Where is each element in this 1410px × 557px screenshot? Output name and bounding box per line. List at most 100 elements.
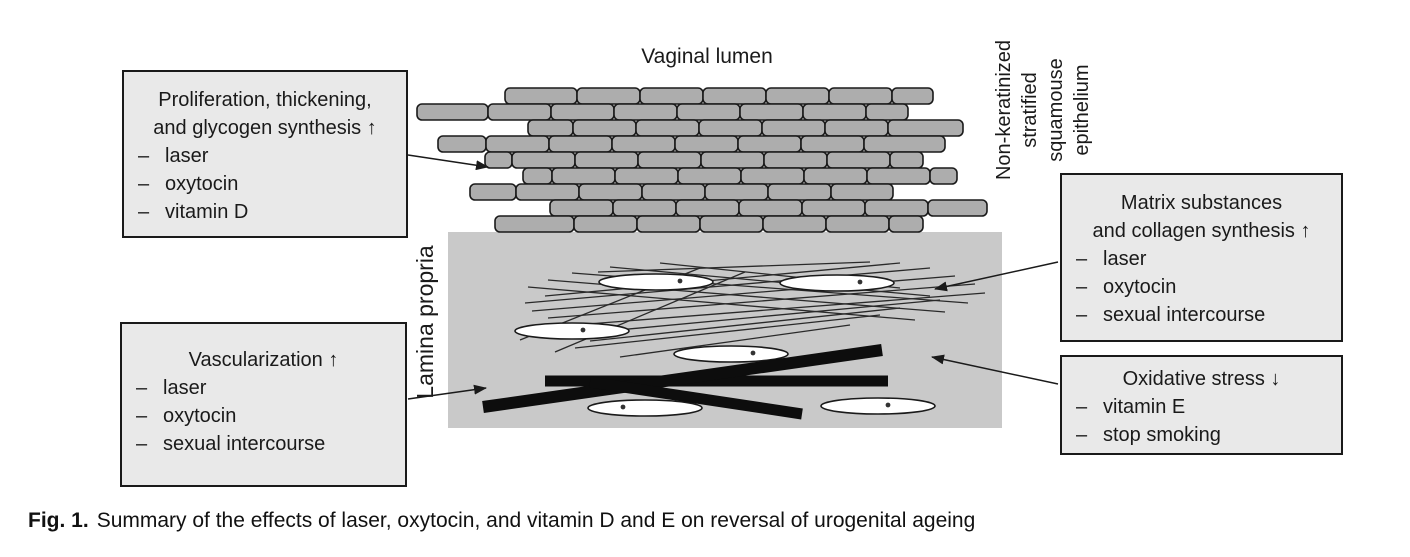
- epithelium-cell-layer: [416, 87, 988, 233]
- epithelial-cell: [636, 215, 701, 233]
- epithelial-cell: [929, 167, 958, 185]
- blood-vessels: [482, 344, 888, 420]
- fibroblast-nucleus: [677, 278, 683, 284]
- epithelial-cell: [522, 167, 553, 185]
- epithelial-cell: [576, 87, 641, 105]
- list-item-label: sexual intercourse: [163, 433, 326, 455]
- fibroblast-cell: [587, 399, 703, 417]
- list-item: – vitamin D: [124, 198, 406, 226]
- epithelial-cell: [487, 103, 552, 121]
- collagen-fiber: [524, 267, 931, 304]
- list-item-label: stop smoking: [1103, 424, 1221, 446]
- bullet-dash: –: [1076, 304, 1088, 326]
- epithelial-cell: [573, 215, 638, 233]
- epithelial-cell: [515, 183, 580, 201]
- vaginal-lumen-label: Vaginal lumen: [641, 45, 773, 68]
- epithelial-cell: [800, 135, 865, 153]
- collagen-fiber: [574, 314, 881, 349]
- epithelial-cell: [803, 167, 868, 185]
- epithelial-cell: [738, 199, 803, 217]
- collagen-fiber: [609, 266, 931, 297]
- collagen-fiber: [527, 286, 916, 321]
- collagen-fiber: [589, 307, 901, 342]
- epithelial-cell: [927, 199, 988, 217]
- fibroblast-cell: [598, 273, 714, 291]
- epithelial-cell: [550, 103, 615, 121]
- epithelial-cell: [484, 151, 513, 169]
- epithelial-cell: [612, 199, 677, 217]
- caption-label: Fig. 1.: [28, 509, 89, 532]
- bullet-dash: –: [1076, 424, 1088, 446]
- epithelial-cell: [824, 119, 889, 137]
- fibroblast-cell: [673, 345, 789, 363]
- epithelial-cell: [700, 151, 765, 169]
- epithelial-cell: [416, 103, 489, 121]
- epithelial-cell: [527, 119, 574, 137]
- fibroblast-nucleus: [857, 279, 863, 285]
- epithelial-cell: [801, 199, 866, 217]
- epithelial-cell: [637, 151, 702, 169]
- epithelial-cell: [802, 103, 867, 121]
- blood-vessel: [482, 344, 883, 413]
- box-title-line: Oxidative stress ↓: [1122, 368, 1281, 390]
- epithelial-cell: [699, 215, 764, 233]
- list-item: – laser: [124, 142, 406, 170]
- epithelial-cell: [574, 151, 639, 169]
- epithelial-cell: [485, 135, 550, 153]
- box-title-line: and glycogen synthesis ↑: [153, 117, 377, 139]
- epithelial-cell: [739, 103, 804, 121]
- epithelial-cell: [826, 151, 891, 169]
- epithelial-cell: [765, 87, 830, 105]
- epithelial-cell: [551, 167, 616, 185]
- epithelial-cell: [635, 119, 700, 137]
- epithelial-cell: [889, 151, 924, 169]
- bullet-dash: –: [136, 405, 148, 427]
- annotation-box-oxidative: Oxidative stress ↓ – vitamin E – stop sm…: [1060, 355, 1343, 455]
- epithelial-cell: [613, 103, 678, 121]
- epithelial-cell: [864, 199, 929, 217]
- epithelial-cell: [767, 183, 832, 201]
- annotation-arrow: [407, 384, 487, 400]
- epithelium-label-line-2: stratified: [1019, 72, 1041, 148]
- box-title-line: Proliferation, thickening,: [158, 89, 372, 111]
- collagen-fiber: [574, 299, 941, 335]
- epithelial-cell: [674, 135, 739, 153]
- list-item: – laser: [1062, 245, 1341, 273]
- bullet-dash: –: [138, 145, 150, 167]
- list-item: – sexual intercourse: [122, 430, 405, 458]
- epithelial-cell: [437, 135, 487, 153]
- list-item-label: laser: [1103, 248, 1147, 270]
- fibroblast-nucleus: [580, 327, 586, 333]
- epithelial-cell: [677, 167, 742, 185]
- epithelial-cell: [611, 135, 676, 153]
- epithelial-cell: [572, 119, 637, 137]
- bullet-dash: –: [136, 433, 148, 455]
- list-item: – sexual intercourse: [1062, 301, 1341, 329]
- epithelial-cell: [863, 135, 946, 153]
- epithelial-cell: [825, 215, 890, 233]
- epithelial-cell: [578, 183, 643, 201]
- list-item: – stop smoking: [1062, 421, 1341, 449]
- fibroblast-cell: [779, 274, 895, 292]
- fibroblast-nucleus: [620, 404, 626, 410]
- epithelial-cell: [511, 151, 576, 169]
- bullet-dash: –: [1076, 276, 1088, 298]
- bullet-dash: –: [138, 173, 150, 195]
- epithelial-cell: [548, 135, 613, 153]
- collagen-fiber: [544, 262, 901, 297]
- epithelial-cell: [865, 103, 909, 121]
- epithelial-cell: [469, 183, 517, 201]
- epithelial-cell: [675, 199, 740, 217]
- annotation-arrows: [407, 154, 1059, 400]
- collagen-fiber: [597, 261, 871, 273]
- bullet-dash: –: [138, 201, 150, 223]
- fibroblast-cells: [514, 273, 936, 417]
- list-item: – oxytocin: [122, 402, 405, 430]
- box-title-line: Vascularization ↑: [188, 349, 339, 371]
- epithelium-label-line-4: epithelium: [1071, 64, 1093, 155]
- epithelial-cell: [891, 87, 934, 105]
- list-item-label: vitamin D: [165, 201, 249, 223]
- list-item-label: oxytocin: [163, 405, 237, 427]
